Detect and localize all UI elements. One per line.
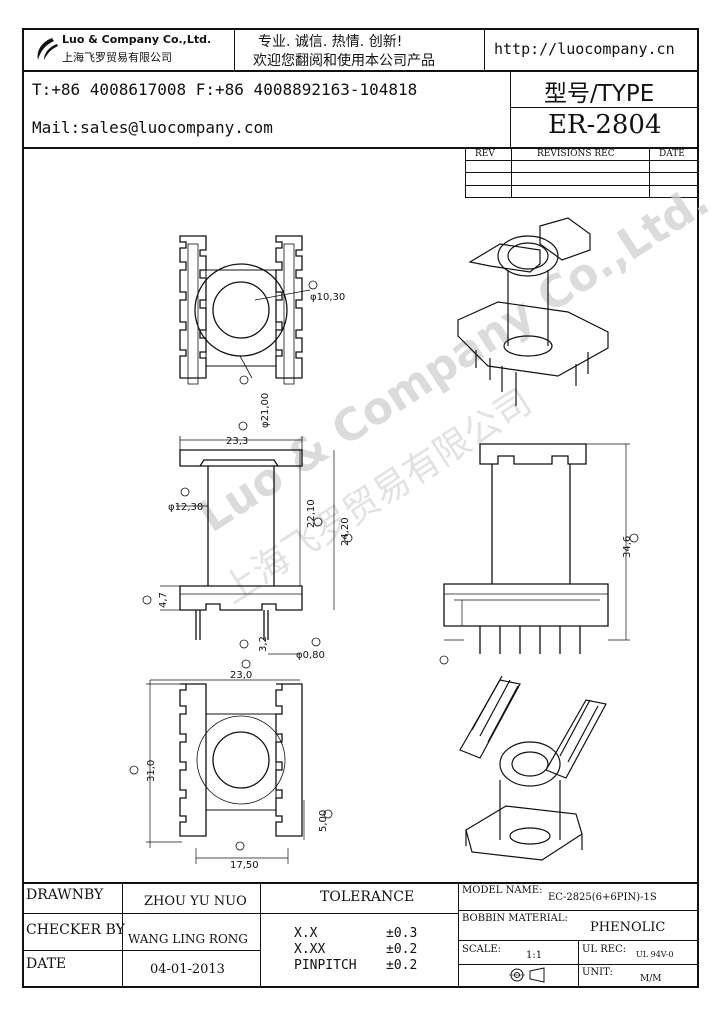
footer-vline-1	[122, 883, 123, 988]
revisions-rec-col-header: REVISIONS REC	[537, 149, 615, 159]
checker-value: WANG LING RONG	[128, 932, 248, 946]
model-divider	[458, 910, 699, 911]
tol-xx-value: ±0.3	[386, 926, 418, 941]
scale-value: 1:1	[526, 950, 543, 961]
dim-bottom-length: 31,0	[146, 760, 157, 782]
dim-pin-length: 3,2	[258, 636, 269, 652]
model-name-value: EC-2825(6+6PIN)-1S	[548, 892, 657, 903]
slogan-line-1: 专业. 诚信. 热情. 创新!	[258, 34, 403, 50]
slogan-line-2: 欢迎您翻阅和使用本公司产品	[253, 53, 435, 69]
drawnby-label: DRAWNBY	[26, 887, 104, 903]
company-logo	[30, 34, 60, 64]
scale-vline	[578, 940, 579, 988]
tol-pin-label: PINPITCH	[294, 958, 357, 973]
isometric-view-bottom	[459, 675, 607, 861]
dim-pin-diameter: φ0,80	[296, 650, 325, 661]
bobbin-material-value: PHENOLIC	[590, 920, 666, 935]
tol-xx-label: X.X	[294, 926, 318, 941]
drawing-sheet	[22, 28, 699, 988]
dim-pin-row-spacing: 17,50	[230, 860, 259, 871]
ul-rec-label: UL REC:	[582, 944, 627, 955]
date-value: 04-01-2013	[150, 962, 225, 977]
dim-bottom-width: 23,0	[230, 670, 252, 681]
footer-row-line-2	[22, 950, 260, 951]
side-view	[439, 443, 639, 665]
tel-fax: T:+86 4008617008 F:+86 4008892163-104818	[32, 80, 418, 99]
type-label: 型号/TYPE	[544, 81, 655, 107]
dim-pin-pitch: 5,00	[318, 810, 329, 832]
model-name-label: MODEL NAME:	[462, 885, 543, 896]
footer-row-line-1	[22, 913, 260, 914]
header-bottom-line	[22, 147, 699, 149]
ul-rec-value: UL 94V-0	[636, 950, 674, 959]
tol-xxx-label: X.XX	[294, 942, 326, 957]
email-address[interactable]: Mail:sales@luocompany.com	[32, 118, 273, 137]
front-view	[142, 421, 353, 655]
company-name-en: Luo & Company Co.,Ltd.	[62, 33, 212, 46]
footer-vline-3	[458, 883, 459, 988]
drawnby-value: ZHOU YU NUO	[144, 894, 247, 909]
bobbin-material-label: BOBBIN MATERIAL:	[462, 913, 568, 924]
footer-vline-2	[260, 883, 261, 988]
footer-top-line	[22, 882, 699, 884]
rev-col-header: REV	[475, 149, 495, 159]
type-value: ER-2804	[548, 110, 662, 140]
tol-pin-value: ±0.2	[386, 958, 418, 973]
header-divider	[22, 70, 699, 72]
date-label: DATE	[26, 956, 67, 972]
header-vline-1	[234, 28, 235, 70]
bottom-view	[129, 659, 333, 864]
company-name-cn: 上海飞罗贸易有限公司	[62, 51, 172, 64]
revisions-table: REV REVISIONS REC DATE	[465, 148, 699, 198]
dim-flange-diameter: φ21,00	[260, 393, 271, 428]
scale-label: SCALE:	[462, 944, 502, 955]
top-view	[179, 235, 318, 385]
tol-xxx-value: ±0.2	[386, 942, 418, 957]
projection-symbol-icon	[509, 967, 545, 983]
tolerance-divider	[260, 913, 458, 914]
checker-label: CHECKER BY	[26, 922, 125, 938]
type-divider	[510, 107, 699, 108]
dim-total-height: 24,20	[340, 517, 351, 546]
date-col-header: DATE	[659, 149, 685, 159]
header-vline-2	[484, 28, 485, 70]
isometric-view-top	[457, 217, 609, 406]
dim-base-height: 4,7	[158, 592, 169, 608]
dim-core-diameter: φ12,30	[168, 502, 203, 513]
header-vline-3	[510, 70, 511, 148]
dim-overall-height: 34,6	[622, 536, 633, 558]
dim-winding-height: 22,10	[306, 499, 317, 528]
unit-value: M/M	[640, 974, 662, 984]
dim-width-top: 23,3	[226, 436, 248, 447]
tolerance-label: TOLERANCE	[320, 889, 415, 905]
unit-label: UNIT:	[582, 967, 613, 978]
dim-hole-diameter: φ10,30	[310, 292, 345, 303]
website-link[interactable]: http://luocompany.cn	[494, 40, 675, 58]
logo-swoosh-icon	[37, 38, 58, 60]
